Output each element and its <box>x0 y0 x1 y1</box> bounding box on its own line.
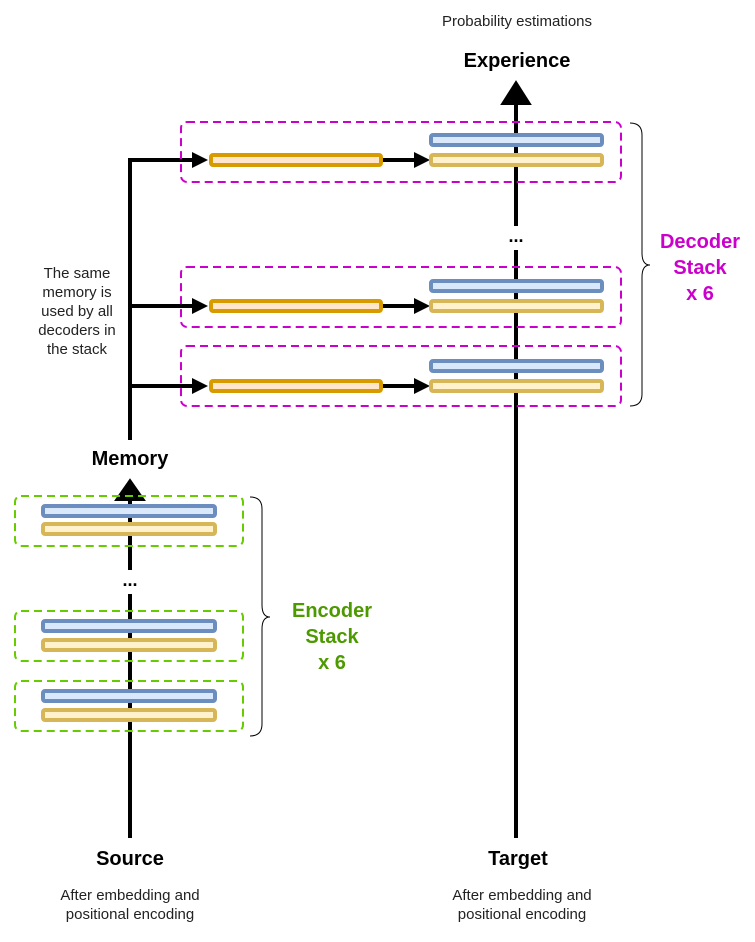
memory-branch-middle-arrowhead <box>192 298 208 314</box>
source-caption-line: After embedding and <box>60 887 200 904</box>
encoder-ellipsis-gap <box>120 570 140 594</box>
decoder-attention-bar <box>429 133 604 147</box>
decoder-ellipsis-gap <box>506 226 526 250</box>
encoder-stack-label: Encoder Stack x 6 <box>272 598 392 676</box>
memory-arrowhead <box>114 478 146 501</box>
decoder-stack-line: x 6 <box>686 283 714 305</box>
cross-attention-arrowhead <box>414 152 430 168</box>
target-label: Target <box>488 848 548 870</box>
encoder-stack-line: x 6 <box>318 652 346 674</box>
encoder-stack-line: Stack <box>305 626 359 648</box>
memory-note-line: decoders in <box>38 322 116 339</box>
encoder-layer-box <box>14 495 244 547</box>
encoder-attention-bar <box>41 504 217 518</box>
target-caption-line: positional encoding <box>457 906 587 923</box>
encoder-layer-middle <box>14 610 244 662</box>
encoder-stack-line: Encoder <box>291 600 373 622</box>
encoder-ffn-bar <box>41 638 217 652</box>
decoder-layer-box <box>180 266 622 328</box>
decoder-layer-bottom <box>180 345 622 407</box>
encoder-attention-bar <box>41 689 217 703</box>
decoder-attention-bar <box>429 279 604 293</box>
decoder-stack-label: Decoder Stack x 6 <box>645 229 755 307</box>
target-caption: After embedding and positional encoding <box>422 886 622 924</box>
memory-label: Memory <box>91 448 169 470</box>
memory-note-line: used by all <box>41 303 113 320</box>
decoder-layer-middle <box>180 266 622 328</box>
decoder-ffn-bar <box>429 379 604 393</box>
encoder-layer-bottom <box>14 680 244 732</box>
cross-attention-arrowhead <box>414 298 430 314</box>
cross-attention-arrowhead <box>414 378 430 394</box>
decoder-stack-line: Stack <box>673 257 727 279</box>
decoder-ffn-bar <box>429 153 604 167</box>
decoder-attention-bar <box>429 359 604 373</box>
target-caption-line: After embedding and <box>452 887 592 904</box>
memory-note-line: The same <box>43 265 111 282</box>
output-arrowhead <box>500 80 532 105</box>
encoder-ffn-bar <box>41 522 217 536</box>
decoder-layer-top <box>180 121 622 183</box>
source-caption-line: positional encoding <box>65 906 195 923</box>
memory-note-line: the stack <box>46 341 108 358</box>
decoder-layer-box <box>180 345 622 407</box>
memory-branch-bottom-arrowhead <box>192 378 208 394</box>
probability-caption: Probability estimations <box>441 13 593 30</box>
memory-note: The same memory is used by all decoders … <box>27 264 127 359</box>
decoder-ellipsis: ... <box>508 226 524 246</box>
decoder-stack-line: Decoder <box>659 231 741 253</box>
decoder-brace <box>629 122 651 407</box>
encoder-ffn-bar <box>41 708 217 722</box>
decoder-layer-box <box>180 121 622 183</box>
memory-branch-top-arrowhead <box>192 152 208 168</box>
decoder-cross-attention-bar <box>209 153 383 167</box>
encoder-attention-bar <box>41 619 217 633</box>
memory-note-line: memory is <box>42 284 112 301</box>
decoder-cross-attention-bar <box>209 379 383 393</box>
encoder-brace <box>249 496 271 737</box>
encoder-layer-box <box>14 610 244 662</box>
encoder-ellipsis: ... <box>122 570 138 590</box>
output-label: Experience <box>463 50 571 72</box>
decoder-ffn-bar <box>429 299 604 313</box>
encoder-layer-top <box>14 495 244 547</box>
source-caption: After embedding and positional encoding <box>30 886 230 924</box>
source-label: Source <box>96 848 164 870</box>
decoder-cross-attention-bar <box>209 299 383 313</box>
encoder-layer-box <box>14 680 244 732</box>
